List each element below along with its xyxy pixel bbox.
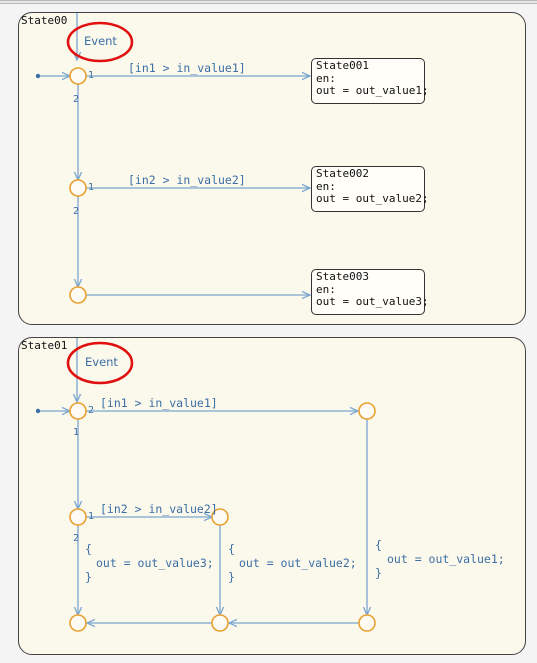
state-action: out = out_value1; — [316, 84, 429, 97]
chart-title: State01 — [21, 339, 68, 352]
action-brace-close: } — [228, 570, 235, 584]
state-chart-state00[interactable]: State00 Event 1 2 1 2 [in1 > in_value1] — [18, 12, 526, 325]
state-state002[interactable]: State002 en: out = out_value2; — [311, 166, 429, 212]
action-brace-open: { — [85, 542, 92, 556]
event-label: Event — [85, 355, 118, 369]
state-entry-label: en: — [316, 282, 336, 296]
transition-guard-in1[interactable]: [in1 > in_value1] — [100, 396, 218, 410]
state-chart-state01[interactable]: State01 — [18, 337, 526, 655]
chart-title: State00 — [21, 14, 68, 27]
order-number: 1 — [88, 511, 95, 522]
state-name: State003 — [316, 270, 369, 283]
order-number: 1 — [73, 427, 80, 438]
order-number: 2 — [73, 94, 80, 105]
order-number: 2 — [73, 206, 80, 217]
transition-wires — [35, 13, 527, 304]
order-number: 2 — [88, 405, 95, 416]
transition-action-out2[interactable]: out = out_value2; — [239, 556, 357, 570]
state-state001[interactable]: State001 en: out = out_value1; — [311, 58, 429, 104]
transition-action-out3[interactable]: out = out_value3; — [96, 556, 214, 570]
event-highlight-circle — [66, 341, 134, 385]
state-name: State001 — [316, 59, 369, 72]
window-top-edge — [0, 0, 537, 4]
state-name: State002 — [316, 167, 369, 180]
junction — [69, 179, 87, 197]
action-brace-close: } — [85, 570, 92, 584]
event-highlight-circle — [66, 21, 134, 63]
event-label: Event — [84, 34, 117, 48]
order-number: 1 — [88, 70, 95, 81]
order-number: 1 — [88, 182, 95, 193]
state-action: out = out_value3; — [316, 295, 429, 308]
state-entry-label: en: — [316, 179, 336, 193]
transition-action-out1[interactable]: out = out_value1; — [387, 552, 505, 566]
transition-guard-in2[interactable]: [in2 > in_value2] — [100, 502, 218, 516]
transition-wires — [35, 338, 376, 632]
order-number: 2 — [73, 533, 80, 544]
action-brace-close: } — [375, 566, 382, 580]
junction — [69, 286, 87, 304]
transition-guard-in1[interactable]: [in1 > in_value1] — [128, 61, 246, 75]
state-entry-label: en: — [316, 71, 336, 85]
action-brace-open: { — [228, 542, 235, 556]
junction — [69, 67, 87, 85]
state-action: out = out_value2; — [316, 192, 429, 205]
state-state003[interactable]: State003 en: out = out_value3; — [311, 269, 429, 315]
action-brace-open: { — [375, 538, 382, 552]
transition-guard-in2[interactable]: [in2 > in_value2] — [128, 173, 246, 187]
